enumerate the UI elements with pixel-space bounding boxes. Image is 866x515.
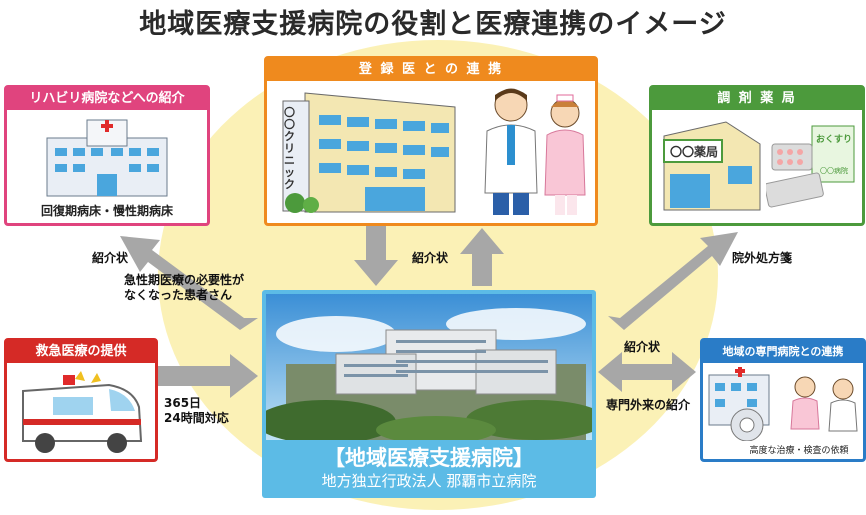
label-hours-2: 24時間対応 [164,411,229,425]
label-outpatient: 専門外来の紹介 [605,398,690,412]
specialist-header: 地域の専門病院との連携 [703,341,863,363]
rehab-header: リハビリ病院などへの紹介 [7,88,207,110]
label-referral-top: 紹介状 [411,251,448,265]
specialist-icon [708,367,858,441]
arrow-to-pharmacy [608,232,738,330]
medicine-label: おくすり [815,135,852,145]
medicine-small-label: 〇〇病院 [820,167,848,175]
clinic-card: 登 録 医 と の 連 携 〇〇クリニック [264,56,598,226]
hospital-photo [266,294,592,440]
arrow-emergency-to-center [158,354,258,398]
center-hospital-card: 【地域医療支援病院】 地方独立行政法人 那覇市立病院 [262,290,596,498]
pharmacy-card: 調 剤 薬 局 〇〇薬局 おくすり 〇〇病院 [649,85,865,226]
center-title: 【地域医療支援病院】 [324,446,534,470]
clinic-header: 登 録 医 と の 連 携 [267,59,595,81]
label-referral-right: 紹介状 [623,340,660,354]
emergency-card: 救急医療の提供 [4,338,158,462]
arrow-center-specialist [598,352,696,392]
page-title: 地域医療支援病院の役割と医療連携のイメージ [139,9,727,40]
arrow-center-to-clinic [460,228,504,286]
pharmacy-sign: 〇〇薬局 [669,145,718,159]
arrow-clinic-to-center [354,226,398,286]
pharmacy-header: 調 剤 薬 局 [652,88,862,110]
center-subtitle: 地方独立行政法人 那覇市立病院 [321,472,537,490]
clinic-building-icon [282,92,456,213]
doctor-nurse-icon [484,88,586,215]
label-acute-note-2: なくなった患者さん [124,288,233,302]
specialist-card: 地域の専門病院との連携 高度な治療・検査の依頼 [700,338,866,462]
label-hours-1: 365日 [164,396,202,410]
label-referral-left: 紹介状 [91,251,128,265]
label-acute-note-1: 急性期医療の必要性が [124,273,245,287]
arrow-to-rehab [120,236,258,330]
rehab-caption: 回復期病床・慢性期病床 [40,204,173,218]
emergency-header: 救急医療の提供 [7,341,155,363]
label-prescription: 院外処方箋 [731,251,792,265]
rehab-card: リハビリ病院などへの紹介 回復期病床・慢性期病床 [4,85,210,226]
specialist-caption: 高度な治療・検査の依頼 [749,446,849,456]
medicine-icon [766,125,855,208]
pharmacy-store-icon [663,121,761,211]
rehab-hospital-icon [46,119,168,197]
ambulance-icon [22,371,143,453]
clinic-sign: 〇〇クリニック [284,106,295,191]
